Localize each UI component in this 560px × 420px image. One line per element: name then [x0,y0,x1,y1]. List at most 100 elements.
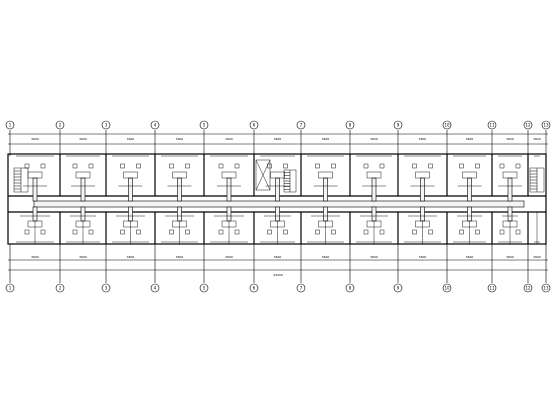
diffuser [169,163,174,169]
axis-bubble-circle [55,120,65,130]
axis-bubble-top: 2 [55,120,65,130]
axis-bubble-bottom: 8 [345,283,355,293]
dimension-label: 3600 [419,137,427,141]
axis-bubble-label: 7 [300,286,303,291]
fan-coil-unit [366,220,382,228]
fan-coil-unit [75,171,91,179]
dimension-label: 3600 [127,255,135,259]
diffuser [428,229,433,235]
axis-bubble-circle [345,283,355,293]
axis-bubble-bottom: 4 [150,283,160,293]
branch-duct-north [420,177,425,202]
branch-duct-north [32,177,38,202]
diffuser [24,229,30,235]
diffuser [234,229,240,235]
dimension-label: 3600 [370,255,378,259]
diffuser [40,229,46,235]
fan-coil-unit [462,171,477,179]
diffuser [234,163,240,169]
axis-bubble-label: 6 [253,286,256,291]
fan-coil-unit [270,171,285,179]
dimension-label: 3600 [506,255,514,259]
axis-bubble-bottom: 13 [541,283,551,293]
fan-coil-unit [75,220,91,228]
axis-bubble-top: 3 [101,120,111,130]
diffuser [515,229,521,235]
branch-duct-north [80,177,86,202]
fan-coil-unit [366,171,382,179]
axis-bubble-label: 5 [203,286,206,291]
fan-coil-unit [221,171,237,179]
dimension-label: 3600 [533,137,541,141]
dimension-label: 3600 [79,137,87,141]
dimension-label: 3600 [176,137,184,141]
axis-bubble-label: 9 [397,286,400,291]
fan-coil-unit [318,220,333,228]
axis-bubble-bottom: 10 [442,283,452,293]
axis-bubble-top: 10 [442,120,452,130]
axis-bubble-circle [5,120,15,130]
axis-bubble-top: 11 [487,120,497,130]
fan-coil-unit [123,220,138,228]
room-partitions [16,154,540,244]
dimension-label: 3600 [274,255,282,259]
diffuser [120,229,125,235]
main-supply-duct [33,200,525,208]
diffuser [331,229,336,235]
axis-bubble-label: 2 [59,123,62,128]
diffuser [515,163,521,169]
diffuser [72,229,78,235]
axis-bubble-circle [523,283,533,293]
stairwells [13,167,545,193]
axis-bubble-top: 6 [249,120,259,130]
axis-bubble-bottom: 3 [101,283,111,293]
dimension-label: 3600 [466,255,474,259]
axis-bubble-label: 4 [154,286,157,291]
fan-coil-unit [415,171,430,179]
diffuser [169,229,174,235]
branch-duct-north [275,177,280,202]
diffuser [475,163,480,169]
axis-bubble-top: 1 [5,120,15,130]
axis-bubble-bottom: 6 [249,283,259,293]
axis-bubble-top: 9 [393,120,403,130]
diffuser [24,163,30,169]
axis-bubble-circle [101,120,111,130]
fan-coil-unit [318,171,333,179]
dimension-label: 3600 [370,137,378,141]
diffuser [88,163,94,169]
diffuser [412,163,417,169]
branch-duct-south [323,206,328,222]
axis-bubble-circle [150,120,160,130]
axis-bubble-bottom: 7 [296,283,306,293]
branch-duct-south [420,206,425,222]
dimension-label: 3600 [127,137,135,141]
diffuser [459,163,464,169]
axis-bubble-circle [296,120,306,130]
axis-bubble-circle [442,120,452,130]
axis-bubble-label: 13 [543,123,549,128]
axis-bubble-circle [541,283,551,293]
diffuser [88,229,94,235]
axis-bubble-label: 10 [444,123,450,128]
diffuser [283,163,288,169]
axis-bubble-label: 11 [489,286,495,291]
axis-bubble-circle [393,283,403,293]
fan-coil-units [24,159,521,235]
axis-bubble-label: 8 [349,286,352,291]
branch-duct-north [371,177,377,202]
branch-duct-south [371,206,377,222]
axis-bubble-top: 13 [541,120,551,130]
axis-bubble-label: 7 [300,123,303,128]
branch-duct-south [80,206,86,222]
shaft [255,159,271,191]
dimension-label: 3600 [322,137,330,141]
axis-bubble-circle [541,120,551,130]
axis-bubble-label: 10 [444,286,450,291]
branch-duct-north [128,177,133,202]
branch-duct-south [507,206,513,222]
dimension-label: 3600 [31,137,39,141]
diffuser [379,229,385,235]
